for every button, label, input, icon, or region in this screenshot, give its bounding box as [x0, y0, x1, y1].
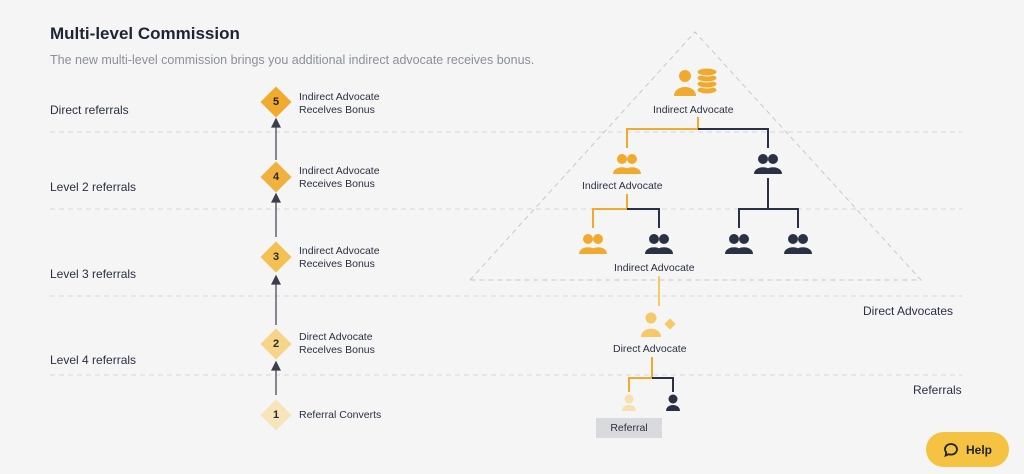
step-5-number: 5: [272, 96, 280, 108]
step-3-line1: Indirect Advocate: [299, 245, 380, 257]
step-2-number: 2: [272, 338, 280, 350]
chat-bubble-icon: [944, 442, 958, 457]
level2-advocate-pair-icon: [613, 154, 641, 174]
step-1-label: Referral Converts: [299, 409, 381, 422]
step-2-line1: Direct Advocate: [299, 331, 373, 343]
page-title: Multi-level Commission: [50, 24, 240, 43]
top-advocate-icon: [674, 67, 718, 96]
level-label-3: Level 3 referrals: [50, 267, 137, 281]
direct-advocate-icon: [641, 312, 676, 337]
step-4-label: Indirect Advocate Receives Bonus: [299, 165, 380, 190]
step-5-label: Indirect Advocate Recelves Bonus: [299, 91, 380, 116]
level3-advocate-label: Indirect Advocate: [614, 262, 695, 274]
step-5-line2: Recelves Bonus: [299, 103, 375, 116]
level3-dark-pair-icon-1: [645, 234, 673, 254]
direct-advocate-label: Direct Advocate: [613, 343, 687, 355]
help-button[interactable]: Help: [926, 432, 1009, 467]
referral-person-icon-light: [622, 394, 636, 411]
level-label-4: Level 4 referrals: [50, 353, 137, 367]
step-2-label: Direct Advocate Recelves Bonus: [299, 331, 375, 356]
level3-dark-pair-icon-2: [725, 234, 753, 254]
step-1-line1: Referral Converts: [299, 409, 382, 421]
referral-label-box: Referral: [596, 418, 662, 438]
level-label-2: Level 2 referrals: [50, 180, 137, 194]
step-3-number: 3: [272, 251, 280, 263]
level3-dark-pair-icon-3: [784, 234, 812, 254]
referral-person-icon-dark: [666, 394, 680, 411]
step-4-line2: Receives Bonus: [299, 177, 375, 190]
step-2-line2: Recelves Bonus: [299, 343, 375, 356]
level3-advocate-pair-icon: [579, 234, 607, 254]
level2-dark-pair-icon: [754, 154, 782, 174]
level-label-direct: Direct referrals: [50, 103, 129, 117]
referrals-label: Referrals: [913, 383, 962, 397]
top-advocate-label: Indirect Advocate: [653, 104, 734, 116]
step-4-number: 4: [272, 171, 280, 183]
step-4-line1: Indirect Advocate: [299, 165, 380, 177]
step-3-label: Indirect Advocate Receives Bonus: [299, 245, 380, 270]
direct-advocates-label: Direct Advocates: [863, 304, 954, 318]
step-1-number: 1: [272, 409, 280, 421]
step-3-line2: Receives Bonus: [299, 257, 375, 270]
help-label: Help: [965, 442, 992, 457]
page-subtitle: The new multi-level commission brings yo…: [50, 53, 535, 67]
step-5-line1: Indirect Advocate: [299, 91, 380, 103]
level2-advocate-label: Indirect Advocate: [582, 180, 663, 192]
